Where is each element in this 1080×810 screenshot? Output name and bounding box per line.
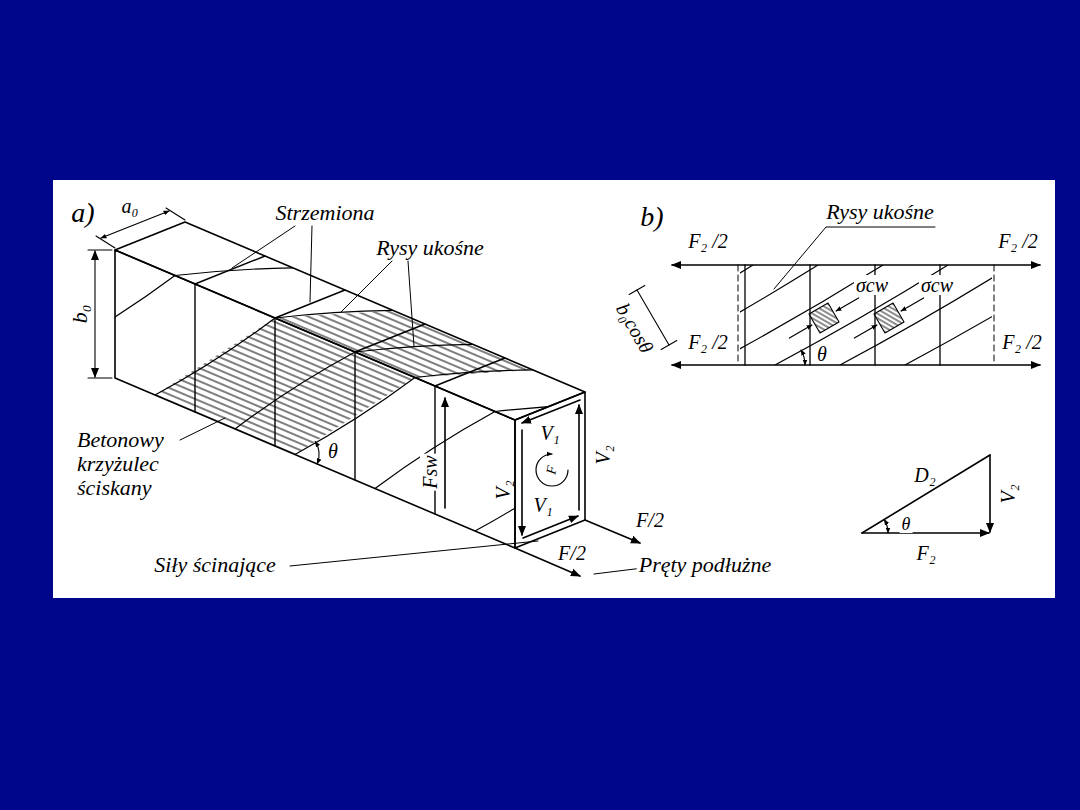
strut-hatch [275,310,533,377]
force-label: F₂ [914,543,937,563]
force-label: Fsw [420,453,440,490]
dimension-label: b₀ [69,303,91,326]
force-label: D₂ [912,465,937,485]
beam-front-face [115,250,515,548]
force-triangle [862,455,990,533]
dimension-label: a₀ [120,196,141,216]
force-label: V₁ [531,495,554,515]
stress-label: σcw [854,275,890,295]
callout-text: Siły ścinające [152,554,278,576]
force-label: F/2 [634,510,666,530]
force-label: F [544,463,560,478]
panel-letter: b) [638,203,665,231]
force-label: F₂ /2 [686,231,730,251]
force-label: V₂ [493,478,513,501]
force-label: V₁ [538,423,561,443]
diagonal-cracks [175,268,613,412]
beam-top-face [115,222,585,420]
callout-text: Strzemiona [274,202,377,224]
force-label: F₂ /2 [686,332,730,352]
callout-text: Rysy ukośne [824,201,936,223]
leader-lines [180,226,643,574]
callout-text: Betonowy krzyżulec ściskany [75,428,166,501]
stirrup-force-arrow [444,398,446,508]
dimension-label: b₀cosθ [612,298,658,358]
angle-symbol: θ [326,441,340,461]
truss-panel-b [580,227,1078,365]
force-label: F/2 [556,543,588,563]
stirrups [195,256,505,514]
angle-symbol: θ [815,344,829,364]
callout-text: Rysy ukośne [374,237,486,259]
force-label: F₂ /2 [996,231,1040,251]
section-forces [515,400,640,576]
force-label: V₂ [998,482,1018,505]
force-label: F₂ /2 [1000,332,1044,352]
panel-letter: a) [69,199,96,227]
beam-section [515,392,585,548]
dimension-lines [88,208,185,378]
force-label: V₂ [593,443,613,466]
figure-panel [53,180,1055,598]
angle-symbol: θ [900,515,913,533]
angle-arc [315,442,319,464]
stress-label: σcw [919,275,955,295]
callout-text: Pręty podłużne [637,554,774,576]
diagonal-cracks [55,276,595,532]
